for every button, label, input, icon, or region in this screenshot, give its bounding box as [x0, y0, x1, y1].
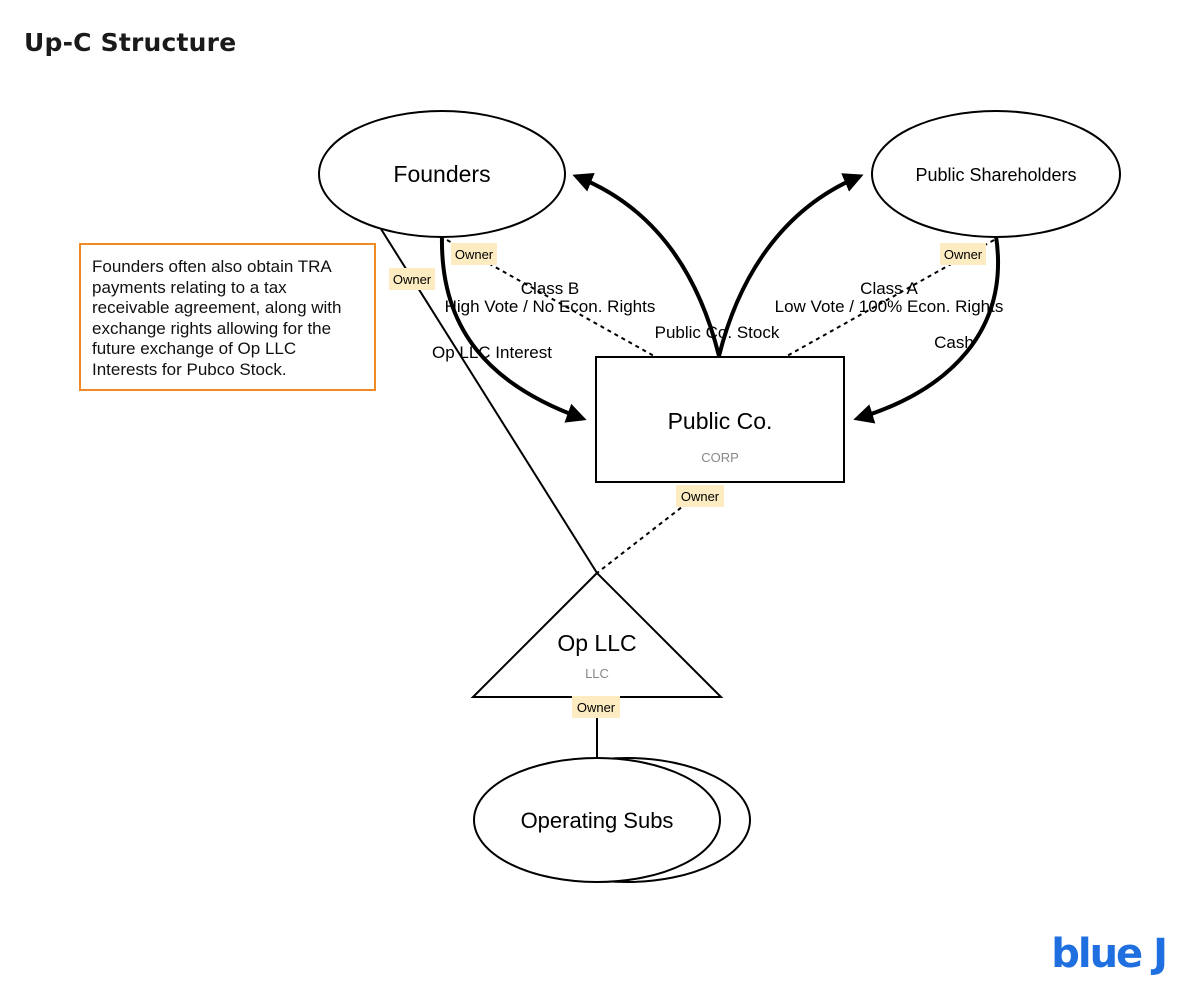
public-co-label: Public Co.	[668, 408, 773, 434]
class-a-label: Class A	[860, 279, 918, 298]
public-co-stock-to-founders-arrow	[572, 172, 721, 357]
public-shareholders-label: Public Shareholders	[915, 165, 1076, 185]
op-llc-node[interactable]: Op LLC LLC	[470, 571, 724, 698]
public-shareholders-node[interactable]: Public Shareholders	[871, 110, 1121, 238]
owner-badge-founders-publicco: Owner	[451, 243, 497, 265]
owner-badge-text: Owner	[393, 272, 432, 287]
publicco-to-opllc-dotted-line	[596, 492, 701, 574]
op-llc-type: LLC	[585, 666, 609, 681]
op-llc-interest-arrow	[439, 235, 587, 423]
owner-badge-shareholders-publicco: Owner	[940, 243, 986, 265]
blue-j-logo: blue J	[1051, 931, 1168, 977]
class-b-rights-label: High Vote / No Econ. Rights	[445, 297, 656, 316]
tra-note: Founders often also obtain TRA payments …	[79, 243, 376, 391]
public-co-stock-label: Public Co. Stock	[655, 323, 780, 342]
founders-node[interactable]: Founders	[318, 110, 566, 238]
owner-badge-text: Owner	[577, 700, 616, 715]
operating-subs-node[interactable]: Operating Subs	[473, 757, 751, 883]
owner-badge-publicco-opllc: Owner	[676, 485, 724, 507]
cash-label: Cash	[934, 333, 974, 352]
class-a-rights-label: Low Vote / 100% Econ. Rights	[775, 297, 1004, 316]
op-llc-interest-label: Op LLC Interest	[432, 343, 552, 362]
owner-badge-founders-opllc: Owner	[389, 268, 435, 290]
owner-badge-text: Owner	[681, 489, 720, 504]
class-b-label: Class B	[521, 279, 580, 298]
cash-arrow	[853, 235, 1000, 424]
page-title: Up-C Structure	[24, 28, 237, 57]
op-llc-label: Op LLC	[557, 630, 636, 656]
public-co-stock-to-shareholders-arrow	[717, 173, 864, 357]
owner-badge-text: Owner	[455, 247, 494, 262]
owner-badge-opllc-subs: Owner	[572, 696, 620, 718]
owner-badge-text: Owner	[944, 247, 983, 262]
public-co-type: CORP	[701, 450, 739, 465]
founders-label: Founders	[393, 161, 490, 187]
public-co-node[interactable]: Public Co. CORP	[595, 356, 845, 483]
operating-subs-label: Operating Subs	[521, 808, 674, 833]
